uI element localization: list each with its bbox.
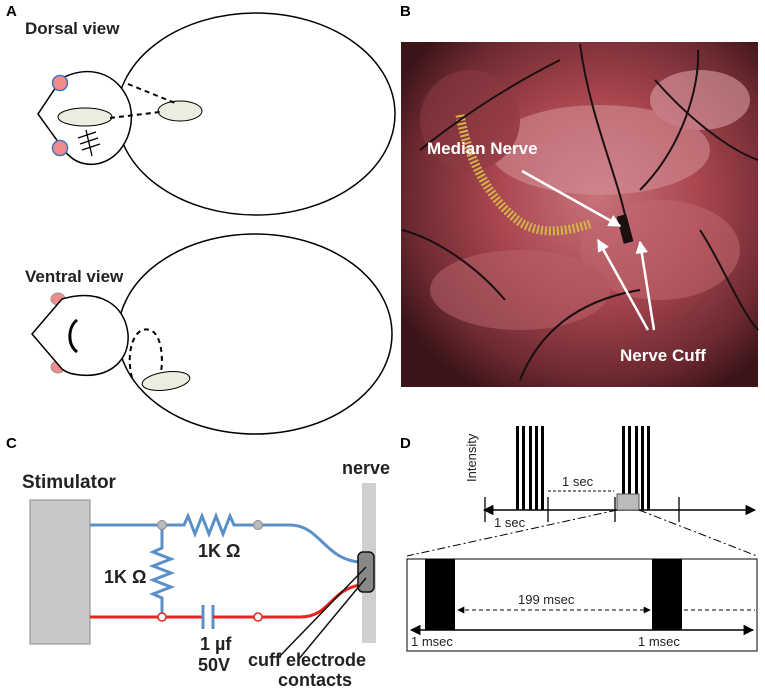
dorsal-back-implant [157, 100, 203, 122]
dorsal-ear-top [51, 74, 69, 92]
capacitor-voltage-label: 50V [198, 655, 230, 675]
panel-label-b: B [400, 3, 411, 20]
resistor-left [148, 525, 176, 617]
photo-electrode-coil [455, 114, 592, 236]
electrode-label-line1: cuff electrode [248, 650, 366, 670]
right-pulse-width-label: 1 msec [638, 634, 680, 649]
left-pulse-width-label: 1 msec [411, 634, 453, 649]
capacitor-value-label: 1 µf [200, 634, 232, 654]
zoom-inset [406, 558, 758, 652]
dorsal-ear-bottom [51, 139, 69, 157]
one-sec-gap-label: 1 sec [562, 474, 594, 489]
cuff-arrow-right [635, 240, 656, 331]
resistor-top-label: 1K Ω [198, 541, 240, 561]
ventral-implant [141, 370, 191, 392]
ventral-mouth [68, 318, 79, 354]
node-top-left [157, 520, 167, 530]
dorsal-head-implant [57, 107, 113, 127]
stimulator-label: Stimulator [22, 472, 117, 493]
node-top-right [253, 520, 263, 530]
pulse-train-2 [622, 426, 650, 510]
pulse-1 [425, 559, 455, 630]
electrode-label-line2: contacts [278, 670, 352, 690]
resistor-left-label: 1K Ω [104, 567, 146, 587]
zoom-line-left [406, 509, 618, 557]
photo-sutures [401, 43, 759, 381]
ventral-head [31, 294, 129, 377]
nerve-label: nerve [342, 458, 390, 478]
ventral-body [117, 233, 393, 435]
node-bottom-right [253, 612, 263, 622]
stimulator-box [29, 499, 91, 645]
ventral-rat-drawing [31, 233, 393, 435]
dorsal-sutures [77, 129, 101, 157]
median-nerve-label: Median Nerve [427, 139, 538, 158]
dorsal-rat-drawing [37, 12, 396, 216]
stimulation-circuit: Stimulator nerve 1K Ω 1K Ω 1 µf 50V cuff… [22, 458, 390, 690]
resistor-top [162, 511, 258, 539]
panel-label-c: C [6, 435, 17, 452]
zoom-box [616, 493, 640, 511]
electrode-pointer-2 [297, 577, 367, 661]
wire-top-segment-2 [258, 523, 361, 564]
node-bottom-left [157, 612, 167, 622]
panel-label-a: A [6, 3, 17, 20]
electrode-pointer-1 [277, 566, 367, 659]
dorsal-view-label: Dorsal view [25, 19, 120, 38]
pulse-2 [652, 559, 682, 630]
median-nerve-arrow [521, 169, 622, 228]
ventral-view-label: Ventral view [25, 267, 124, 286]
panel-label-d: D [400, 435, 411, 452]
nerve-cuff-label: Nerve Cuff [620, 346, 706, 365]
cuff-arrow-left [596, 238, 650, 331]
intensity-axis-label: Intensity [464, 433, 479, 482]
ventral-wire [128, 328, 163, 379]
surgical-photo: Median Nerve Nerve Cuff [401, 42, 759, 387]
one-sec-train-label: 1 sec [494, 515, 526, 530]
pulse-timing-diagram: Intensity 1 sec 1 sec 199 m [406, 426, 758, 652]
wire-bottom-segment-2 [213, 583, 361, 619]
zoom-line-right [638, 509, 758, 557]
interval-label: 199 msec [518, 592, 575, 607]
pulse-train-1 [516, 426, 544, 510]
